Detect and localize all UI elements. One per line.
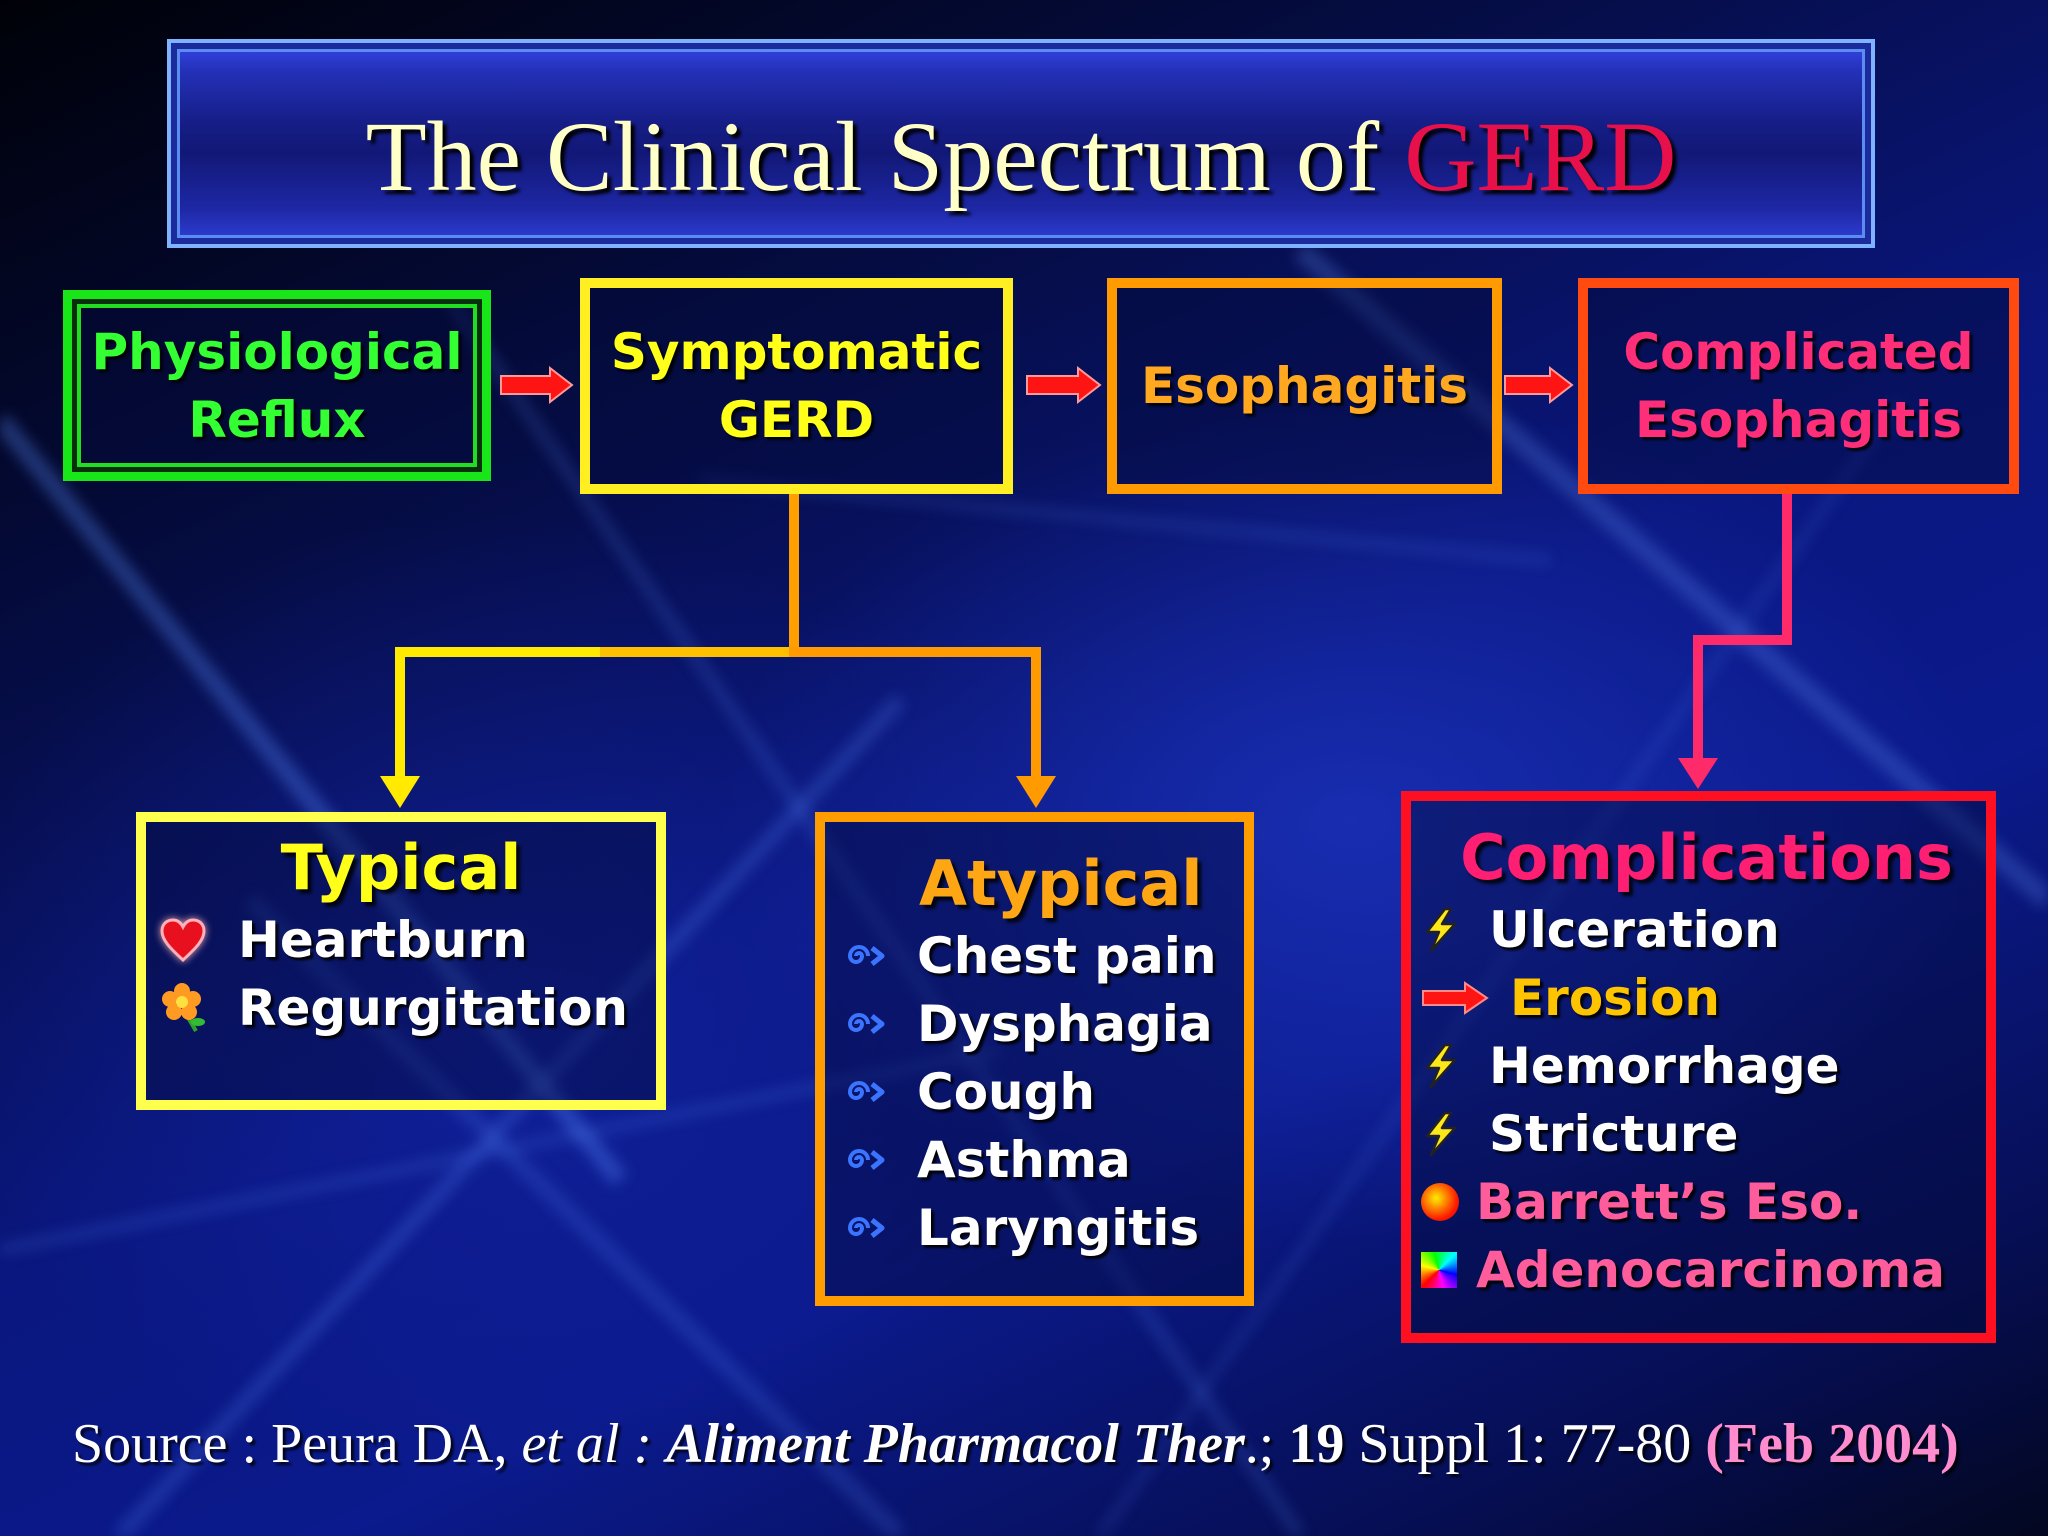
stage-physiological-reflux: Physiological Reflux [63, 290, 491, 481]
lightning-icon [1421, 1043, 1471, 1089]
swirl-arrow-icon [845, 940, 897, 972]
item-label: Barrett’s Eso. [1476, 1173, 1863, 1231]
list-item: Cough [825, 1058, 1244, 1126]
list-item: Adenocarcinoma [1411, 1236, 1986, 1304]
background-streak [114, 695, 906, 1536]
connector-to-typical [395, 647, 600, 778]
red-arrow-icon [1421, 981, 1489, 1015]
lightning-icon [1421, 907, 1471, 953]
source-journal-punct: .; [1244, 1413, 1289, 1475]
item-label: Laryngitis [917, 1199, 1200, 1257]
item-label: Adenocarcinoma [1476, 1241, 1945, 1299]
typical-title: Typical [280, 831, 522, 904]
background-streak [0, 1045, 1001, 1255]
swirl-arrow-icon [845, 1076, 897, 1108]
red-circle-icon [1421, 1183, 1463, 1221]
atypical-symptoms-box: Atypical Chest pain Dysphagia Cough Asth… [815, 812, 1254, 1306]
list-item: Asthma [825, 1126, 1244, 1194]
atypical-title: Atypical [919, 847, 1203, 920]
item-label: Ulceration [1489, 901, 1780, 959]
background-streak [0, 414, 627, 1186]
lightning-icon [1421, 1111, 1471, 1157]
stage-label-line: Symptomatic [610, 323, 983, 381]
source-pages: Suppl 1: 77-80 [1344, 1413, 1706, 1475]
stage-esophagitis: Esophagitis [1107, 278, 1502, 494]
source-prefix: Source : Peura DA, [72, 1413, 522, 1475]
red-arrow-esophagitis-to-complicated [1504, 365, 1574, 405]
stage-label-line: Reflux [188, 390, 366, 449]
stage-label-line: Complicated [1623, 323, 1974, 381]
item-label: Regurgitation [238, 979, 629, 1037]
item-label: Heartburn [238, 911, 528, 969]
background-streak [244, 894, 906, 1536]
swirl-arrow-icon [845, 1008, 897, 1040]
background-streak [1095, 397, 1905, 1536]
item-label: Cough [917, 1063, 1096, 1121]
list-item: Stricture [1411, 1100, 1986, 1168]
item-label: Asthma [917, 1131, 1131, 1189]
list-item: Regurgitation [146, 974, 656, 1042]
connector-to-complications [1693, 494, 1792, 760]
swirl-arrow-icon [845, 1144, 897, 1176]
source-authors-suffix: et al : [521, 1413, 667, 1475]
list-item: Ulceration [1411, 896, 1986, 964]
background-streak [445, 296, 1305, 1536]
source-volume: 19 [1288, 1413, 1345, 1475]
title-main: The Clinical Spectrum of [365, 100, 1380, 212]
heart-icon [160, 918, 222, 962]
arrowhead-to-atypical [1016, 776, 1056, 808]
stage-complicated-esophagitis: Complicated Esophagitis [1578, 278, 2019, 494]
typical-symptoms-box: Typical Heartburn Regurgitation [136, 812, 666, 1110]
swirl-arrow-icon [845, 1212, 897, 1244]
complications-box: Complications Ulceration Erosion Hemorrh… [1401, 791, 1996, 1343]
list-item: Barrett’s Eso. [1411, 1168, 1986, 1236]
item-label: Hemorrhage [1489, 1037, 1840, 1095]
list-item: Dysphagia [825, 990, 1244, 1058]
stage-label-line: Esophagitis [1634, 391, 1963, 449]
red-arrow-physiological-to-symptomatic [500, 365, 574, 405]
arrowhead-to-complications [1678, 758, 1718, 789]
list-item: Erosion [1411, 964, 1986, 1032]
red-arrow-symptomatic-to-esophagitis [1026, 365, 1102, 405]
title-highlight: GERD [1404, 100, 1677, 212]
stage-label-line: Esophagitis [1140, 357, 1469, 415]
arrowhead-to-typical [380, 776, 420, 808]
list-item: Laryngitis [825, 1194, 1244, 1262]
connector-to-atypical [789, 647, 1041, 778]
item-label: Dysphagia [917, 995, 1213, 1053]
item-label: Stricture [1489, 1105, 1739, 1163]
list-item: Hemorrhage [1411, 1032, 1986, 1100]
item-label: Chest pain [917, 927, 1217, 985]
source-journal: Aliment Pharmacol Ther [666, 1413, 1245, 1475]
stage-label-line: GERD [718, 391, 875, 449]
color-square-icon [1421, 1252, 1463, 1288]
item-label: Erosion [1510, 969, 1721, 1027]
list-item: Heartburn [146, 906, 656, 974]
stage-label-line: Physiological [91, 322, 463, 381]
stage-symptomatic-gerd: Symptomatic GERD [580, 278, 1013, 494]
source-citation: Source : Peura DA, et al : Aliment Pharm… [72, 1409, 1959, 1479]
complications-title: Complications [1460, 821, 1953, 894]
source-date: (Feb 2004) [1705, 1413, 1959, 1475]
list-item: Chest pain [825, 922, 1244, 990]
flower-icon [160, 982, 222, 1034]
